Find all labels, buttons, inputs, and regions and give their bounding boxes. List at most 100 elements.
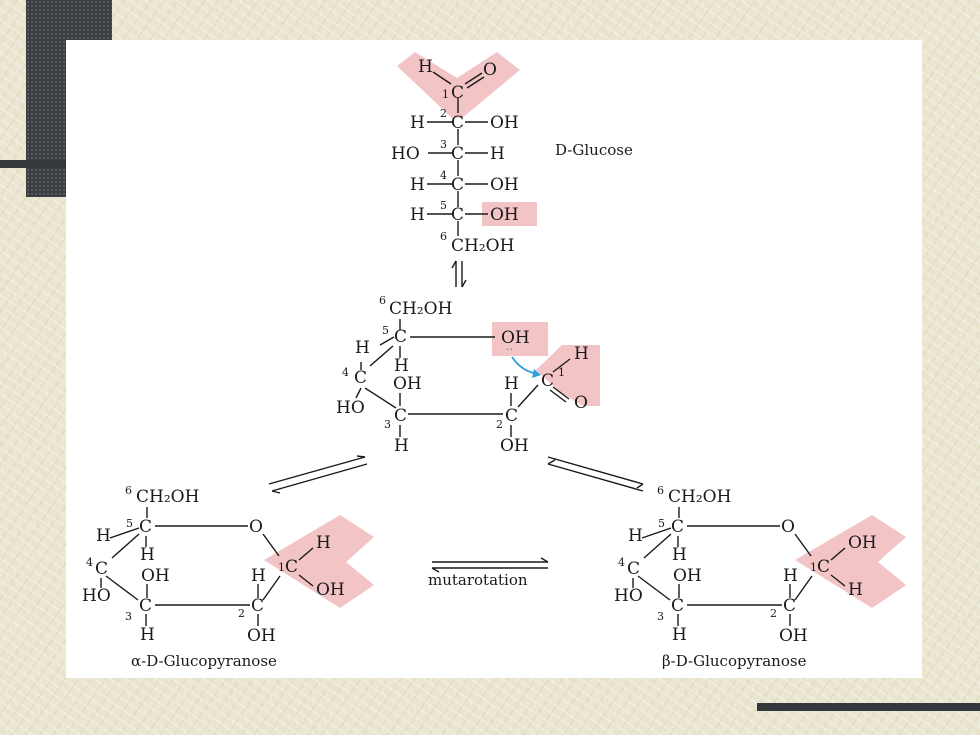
atom-c2: C xyxy=(783,596,796,616)
atom-ho: HO xyxy=(614,586,643,606)
atom-ring-o: O xyxy=(781,517,795,537)
carbonyl-highlight xyxy=(536,345,600,406)
atom-ch2oh: CH₂OH xyxy=(451,236,514,256)
carbon-number-2: 2 xyxy=(440,107,447,120)
atom-oh: OH xyxy=(141,566,170,586)
atom-ho: HO xyxy=(391,144,420,164)
carbon-number-1: 1 xyxy=(278,561,285,574)
equilibrium-arrow-vertical xyxy=(451,260,467,288)
carbon-number-3: 3 xyxy=(657,610,664,623)
atom-oh: OH xyxy=(779,626,808,646)
atom-oh: OH xyxy=(673,566,702,586)
atom-c4: C xyxy=(95,559,108,579)
decorative-bar-left xyxy=(0,160,66,168)
atom-oh: OH xyxy=(393,374,422,394)
atom-h: H xyxy=(848,580,863,600)
atom-oh: OH xyxy=(247,626,276,646)
atom-c2: C xyxy=(251,596,264,616)
carbon-number-5: 5 xyxy=(126,517,133,530)
equilibrium-arrow-right xyxy=(547,456,644,492)
beta-glucopyranose: 6 CH₂OH 5 C O H H 4 C HO OH 3 C H 2 C H … xyxy=(614,484,906,670)
atom-c4: C xyxy=(451,175,464,195)
atom-h: H xyxy=(251,566,266,586)
carbon-number-4: 4 xyxy=(618,556,625,569)
atom-h: H xyxy=(410,175,425,195)
atom-c3: C xyxy=(451,144,464,164)
carbon-number-1: 1 xyxy=(558,366,565,379)
atom-h: H xyxy=(410,113,425,133)
carbon-number-3: 3 xyxy=(440,138,447,151)
atom-h: H xyxy=(504,374,519,394)
pre-cyclization-structure: 6 CH₂OH 5 C H H 4 C HO OH 3 C H 2 C H OH… xyxy=(336,294,600,456)
atom-ho: HO xyxy=(82,586,111,606)
atom-h: H xyxy=(490,144,505,164)
atom-c3: C xyxy=(671,596,684,616)
atom-c1: C xyxy=(451,83,464,103)
atom-ch2oh: CH₂OH xyxy=(668,487,731,507)
atom-c5: C xyxy=(394,327,407,347)
carbon-number-5: 5 xyxy=(440,199,447,212)
atom-c4: C xyxy=(354,368,367,388)
open-chain-glucose: H O 1 C H 2 C OH HO 3 C H H 4 C OH H 5 C… xyxy=(391,52,633,256)
carbon-number-4: 4 xyxy=(86,556,93,569)
atom-oh: OH xyxy=(848,533,877,553)
glucose-cyclization-diagram: H O 1 C H 2 C OH HO 3 C H H 4 C OH H 5 C… xyxy=(82,52,906,670)
atom-oh: OH xyxy=(490,113,519,133)
alpha-label: α-D-Glucopyranose xyxy=(131,652,277,670)
equilibrium-arrow-left xyxy=(268,455,368,494)
atom-c1: C xyxy=(285,557,298,577)
atom-c3: C xyxy=(394,406,407,426)
atom-c1: C xyxy=(817,557,830,577)
atom-c2: C xyxy=(451,113,464,133)
carbon-number-6: 6 xyxy=(657,484,664,497)
lone-pair: ·· xyxy=(506,343,513,356)
carbon-number-2: 2 xyxy=(770,607,777,620)
electron-arrow-head xyxy=(532,369,541,378)
atom-h: H xyxy=(96,526,111,546)
atom-h: H xyxy=(672,545,687,565)
carbon-number-6: 6 xyxy=(125,484,132,497)
carbon-number-2: 2 xyxy=(238,607,245,620)
carbon-number-6: 6 xyxy=(440,230,447,243)
beta-label: β-D-Glucopyranose xyxy=(662,652,807,670)
atom-ch2oh: CH₂OH xyxy=(136,487,199,507)
carbon-number-5: 5 xyxy=(382,324,389,337)
atom-h: H xyxy=(316,533,331,553)
atom-oh: OH xyxy=(500,436,529,456)
atom-ch2oh: CH₂OH xyxy=(389,299,452,319)
atom-h: H xyxy=(418,57,433,77)
atom-h: H xyxy=(628,526,643,546)
carbon-number-1: 1 xyxy=(442,88,449,101)
atom-ho: HO xyxy=(336,398,365,418)
carbon-number-3: 3 xyxy=(125,610,132,623)
atom-c5: C xyxy=(671,517,684,537)
atom-oh: OH xyxy=(316,580,345,600)
atom-h: H xyxy=(394,356,409,376)
alpha-glucopyranose: 6 CH₂OH 5 C O H H 4 C HO OH 3 C H 2 C H … xyxy=(82,484,374,670)
atom-oh-highlighted: OH xyxy=(490,205,519,225)
diagram-slide: H O 1 C H 2 C OH HO 3 C H H 4 C OH H 5 C… xyxy=(66,40,922,678)
beta-anomeric-highlight xyxy=(795,515,906,608)
glucose-label: D-Glucose xyxy=(555,141,633,159)
atom-h: H xyxy=(355,338,370,358)
atom-h: H xyxy=(140,545,155,565)
atom-h: H xyxy=(783,566,798,586)
atom-oh: OH xyxy=(490,175,519,195)
atom-c4: C xyxy=(627,559,640,579)
carbon-number-4: 4 xyxy=(440,169,447,182)
atom-o: O xyxy=(483,60,497,80)
c5-hydroxyl-highlight xyxy=(482,202,537,226)
atom-h: H xyxy=(574,344,589,364)
atom-ring-o: O xyxy=(249,517,263,537)
atom-c2: C xyxy=(505,406,518,426)
carbon-number-6: 6 xyxy=(379,294,386,307)
hydroxyl-highlight xyxy=(492,322,548,356)
atom-h: H xyxy=(410,205,425,225)
atom-c3: C xyxy=(139,596,152,616)
carbon-number-2: 2 xyxy=(496,418,503,431)
aldehyde-highlight xyxy=(397,52,520,118)
decorative-bar-right xyxy=(757,703,980,711)
carbon-number-4: 4 xyxy=(342,366,349,379)
atom-o: O xyxy=(574,393,588,413)
carbon-number-1: 1 xyxy=(810,561,817,574)
